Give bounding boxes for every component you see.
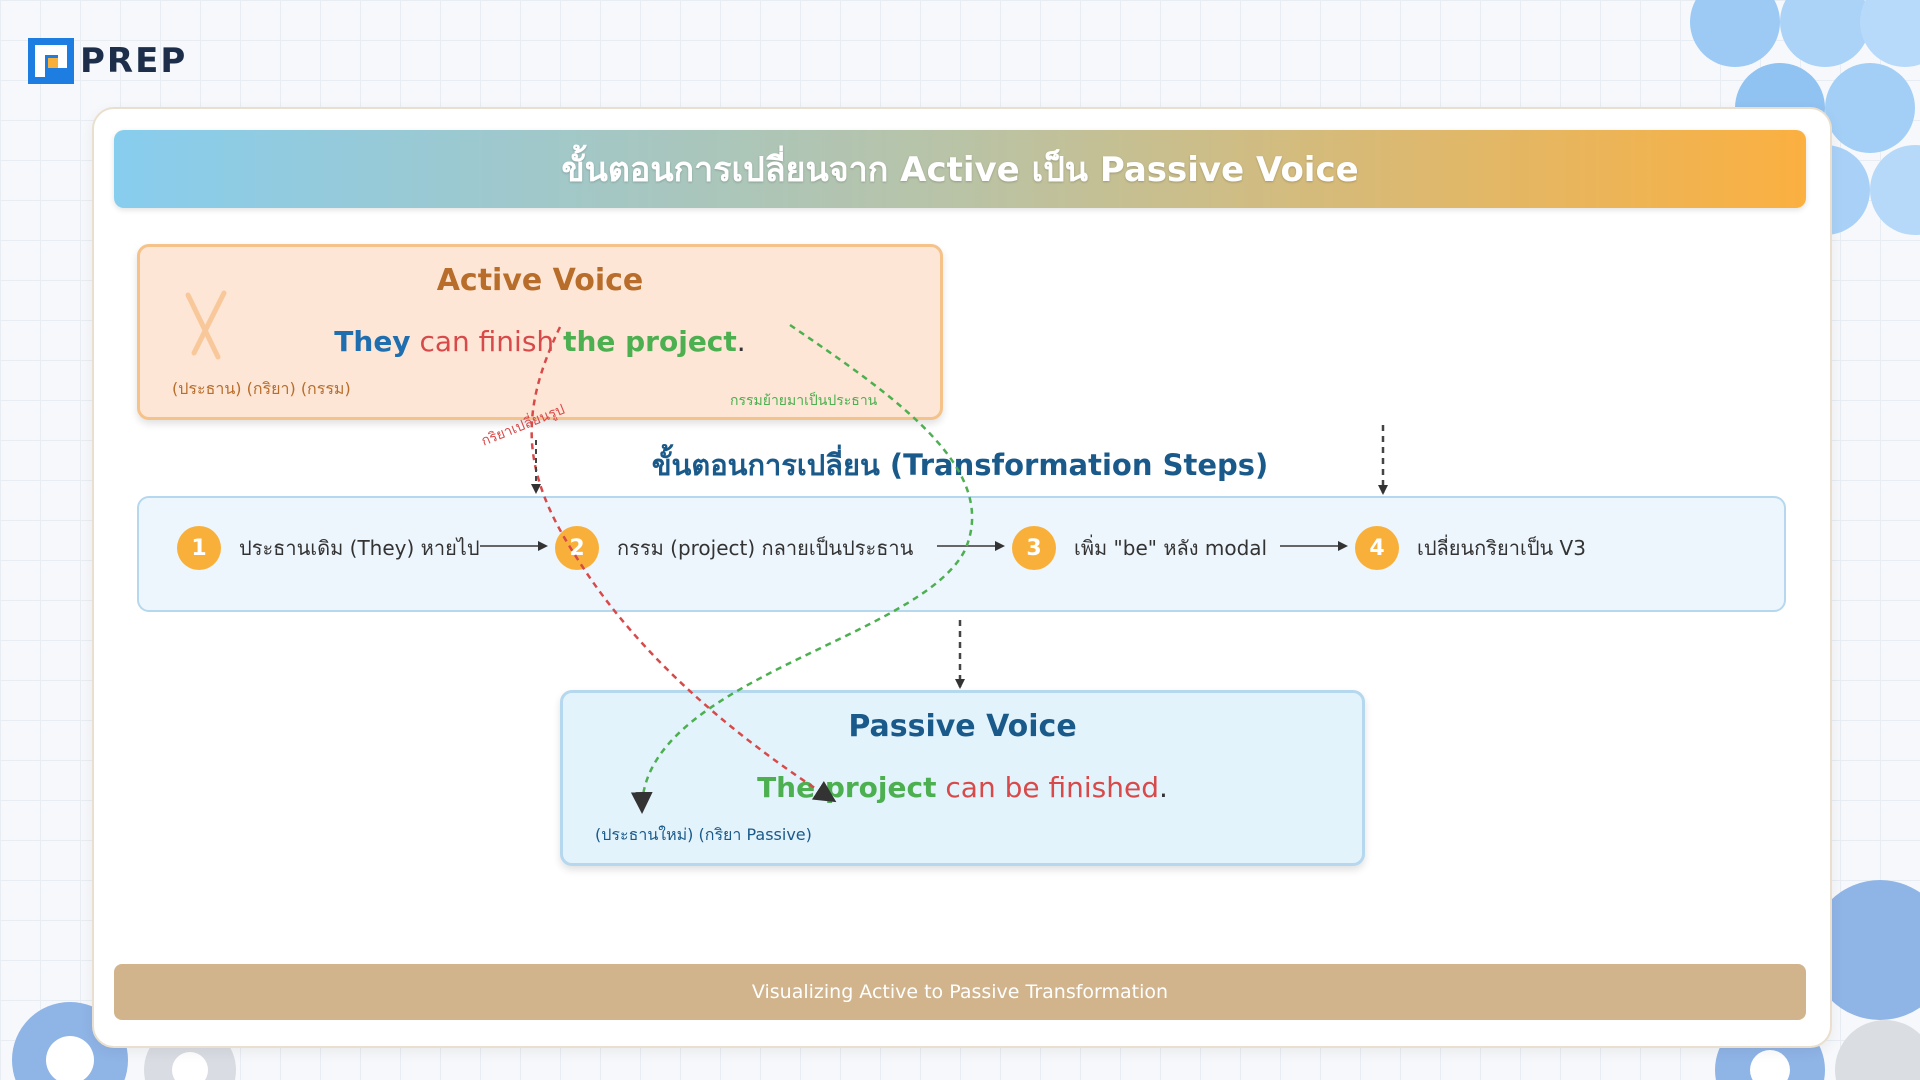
active-period: .: [736, 325, 746, 358]
passive-voice-box: Passive Voice The project can be finishe…: [560, 690, 1365, 866]
step-1: 1 ประธานเดิม (They) หายไป: [177, 526, 480, 570]
step-number-1: 1: [177, 526, 221, 570]
passive-voice-title: Passive Voice: [848, 709, 1077, 744]
step-number-2: 2: [555, 526, 599, 570]
active-voice-title: Active Voice: [436, 263, 644, 298]
active-verb: can finish: [419, 325, 555, 358]
step-text-4: เปลี่ยนกริยาเป็น V3: [1417, 536, 1586, 560]
diagram-header: ขั้นตอนการเปลี่ยนจาก Active เป็น Passive…: [114, 130, 1806, 208]
brand-name: PREP: [80, 41, 188, 81]
footer-text: Visualizing Active to Passive Transforma…: [751, 981, 1169, 1003]
passive-verb: can be finished: [945, 771, 1160, 804]
step-text-2: กรรม (project) กลายเป็นประธาน: [617, 536, 914, 560]
passive-period: .: [1159, 771, 1168, 804]
object-moves-annotation: กรรมย้ายมาเป็นประธาน: [730, 393, 878, 409]
active-object: the project: [563, 325, 737, 358]
footer-banner: Visualizing Active to Passive Transforma…: [114, 964, 1806, 1020]
step-number-4: 4: [1355, 526, 1399, 570]
brand-logo[interactable]: PREP: [28, 38, 187, 84]
step-3: 3 เพิ่ม "be" หลัง modal: [1012, 526, 1267, 570]
prep-logo-icon: [28, 38, 74, 84]
active-role-labels: (ประธาน) (กริยา) (กรรม): [172, 379, 351, 398]
page-title: ขั้นตอนการเปลี่ยนจาก Active เป็น Passive…: [561, 150, 1359, 190]
step-number-3: 3: [1012, 526, 1056, 570]
passive-sentence: The project can be finished.: [563, 771, 1362, 804]
step-4: 4 เปลี่ยนกริยาเป็น V3: [1355, 526, 1586, 570]
step-2: 2 กรรม (project) กลายเป็นประธาน: [555, 526, 913, 570]
cross-out-icon: [185, 290, 227, 360]
active-subject: They: [334, 325, 411, 358]
passive-role-labels: (ประธานใหม่) (กริยา Passive): [595, 825, 812, 844]
passive-subject: The project: [757, 771, 937, 804]
steps-title: ขั้นตอนการเปลี่ยน (Transformation Steps): [651, 448, 1269, 482]
step-text-3: เพิ่ม "be" หลัง modal: [1074, 536, 1268, 560]
active-sentence: They can finish the project.: [140, 325, 940, 358]
step-text-1: ประธานเดิม (They) หายไป: [239, 536, 480, 560]
